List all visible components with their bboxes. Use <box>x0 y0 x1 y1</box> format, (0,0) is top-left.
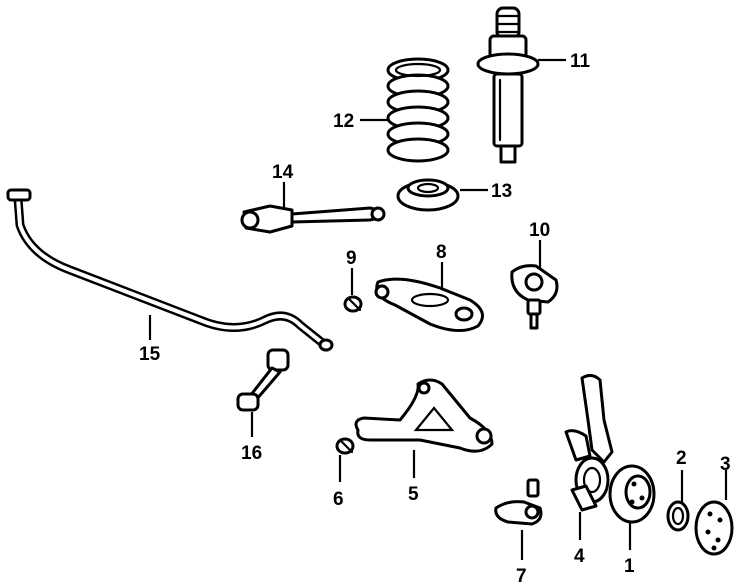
part-upper-control-arm[interactable] <box>374 277 484 332</box>
part-bearing[interactable] <box>666 500 690 532</box>
callout-10: 10 <box>529 220 550 241</box>
callout-12: 12 <box>333 111 354 132</box>
callout-16: 16 <box>241 443 262 464</box>
part-strut[interactable] <box>476 6 540 164</box>
part-strut-rod[interactable] <box>240 204 386 234</box>
part-lower-bushing[interactable] <box>335 437 355 455</box>
callout-15: 15 <box>139 344 161 365</box>
part-lower-ball-joint[interactable] <box>494 478 543 526</box>
part-hub-rotor[interactable] <box>608 464 656 524</box>
part-spring-insulator[interactable] <box>396 178 460 212</box>
callout-5: 5 <box>408 484 419 505</box>
callout-7: 7 <box>516 566 527 587</box>
part-stabilizer-bar[interactable] <box>6 188 334 352</box>
callout-3: 3 <box>720 454 731 475</box>
part-coil-spring[interactable] <box>386 57 450 163</box>
callout-9: 9 <box>346 248 357 269</box>
callout-8: 8 <box>436 242 447 263</box>
part-upper-bushing[interactable] <box>343 295 363 313</box>
callout-4: 4 <box>574 546 585 567</box>
callout-11: 11 <box>570 51 591 72</box>
callout-14: 14 <box>272 162 294 183</box>
part-stabilizer-link[interactable] <box>236 348 290 412</box>
part-lower-control-arm[interactable] <box>354 378 494 453</box>
part-hub-cap[interactable] <box>694 500 734 556</box>
part-steering-knuckle[interactable] <box>564 373 614 512</box>
callout-6: 6 <box>333 489 344 510</box>
callout-2: 2 <box>676 448 687 469</box>
callout-1: 1 <box>624 556 635 577</box>
callout-13: 13 <box>491 181 512 202</box>
part-upper-ball-joint[interactable] <box>510 264 559 330</box>
